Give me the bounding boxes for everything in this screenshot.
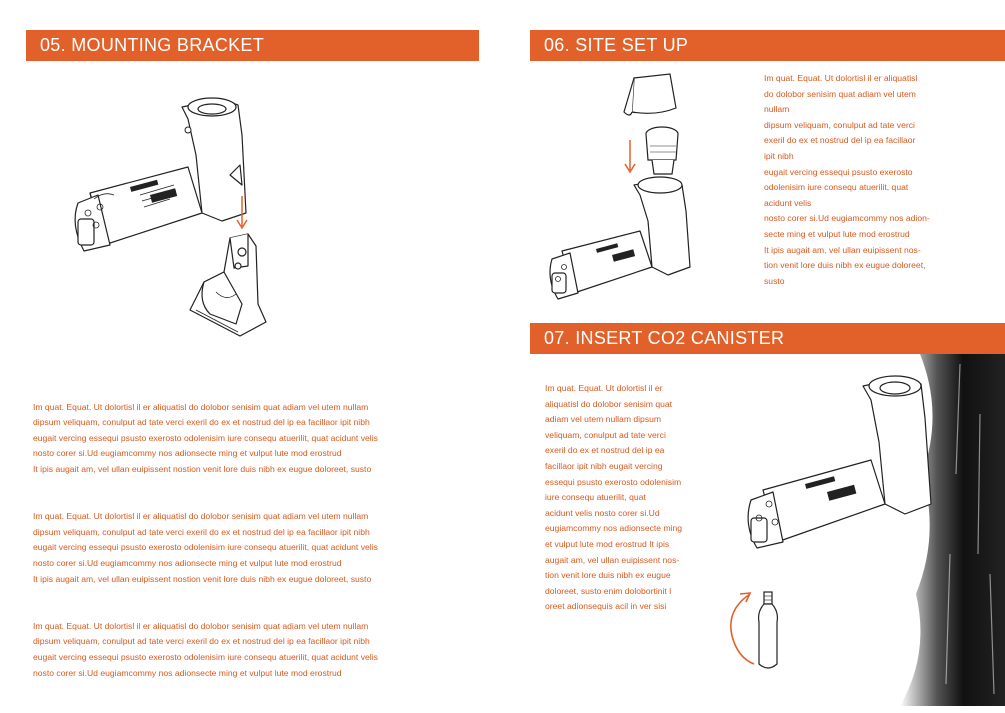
cap-illustration [623,73,679,175]
device-illustration [74,97,247,252]
section-05-title: 05. MOUNTING BRACKET [40,35,265,55]
down-arrow-icon [624,140,636,174]
device-illustration [747,375,932,549]
mounting-bracket-illustration [189,233,267,337]
section-06-title: 06. SITE SET UP [544,35,689,55]
section-05-header: 05. MOUNTING BRACKET [26,30,479,61]
section-07-title: 07. INSERT CO2 CANISTER [544,328,785,348]
mounting-body-text: Im quat. Equat. Ut dolortisl il er aliqu… [33,384,463,713]
co2-canister-illustration [757,591,779,669]
site-setup-text: Im quat. Equat. Ut dolortisl il er aliqu… [764,73,930,286]
rotate-arrow-icon [730,592,755,665]
paragraph-1: Im quat. Equat. Ut dolortisl il er aliqu… [33,401,378,474]
down-arrow-icon [236,196,248,230]
co2-text: Im quat. Equat. Ut dolortisl il er aliqu… [545,383,683,612]
section-07-header: 07. INSERT CO2 CANISTER [530,323,1005,354]
paragraph-2: Im quat. Equat. Ut dolortisl il er aliqu… [33,511,378,584]
tree-bark-texture [900,354,1005,706]
device-illustration [549,176,691,300]
section-06-header: 06. SITE SET UP [530,30,1005,61]
paragraph-3: Im quat. Equat. Ut dolortisl il er aliqu… [33,620,378,678]
